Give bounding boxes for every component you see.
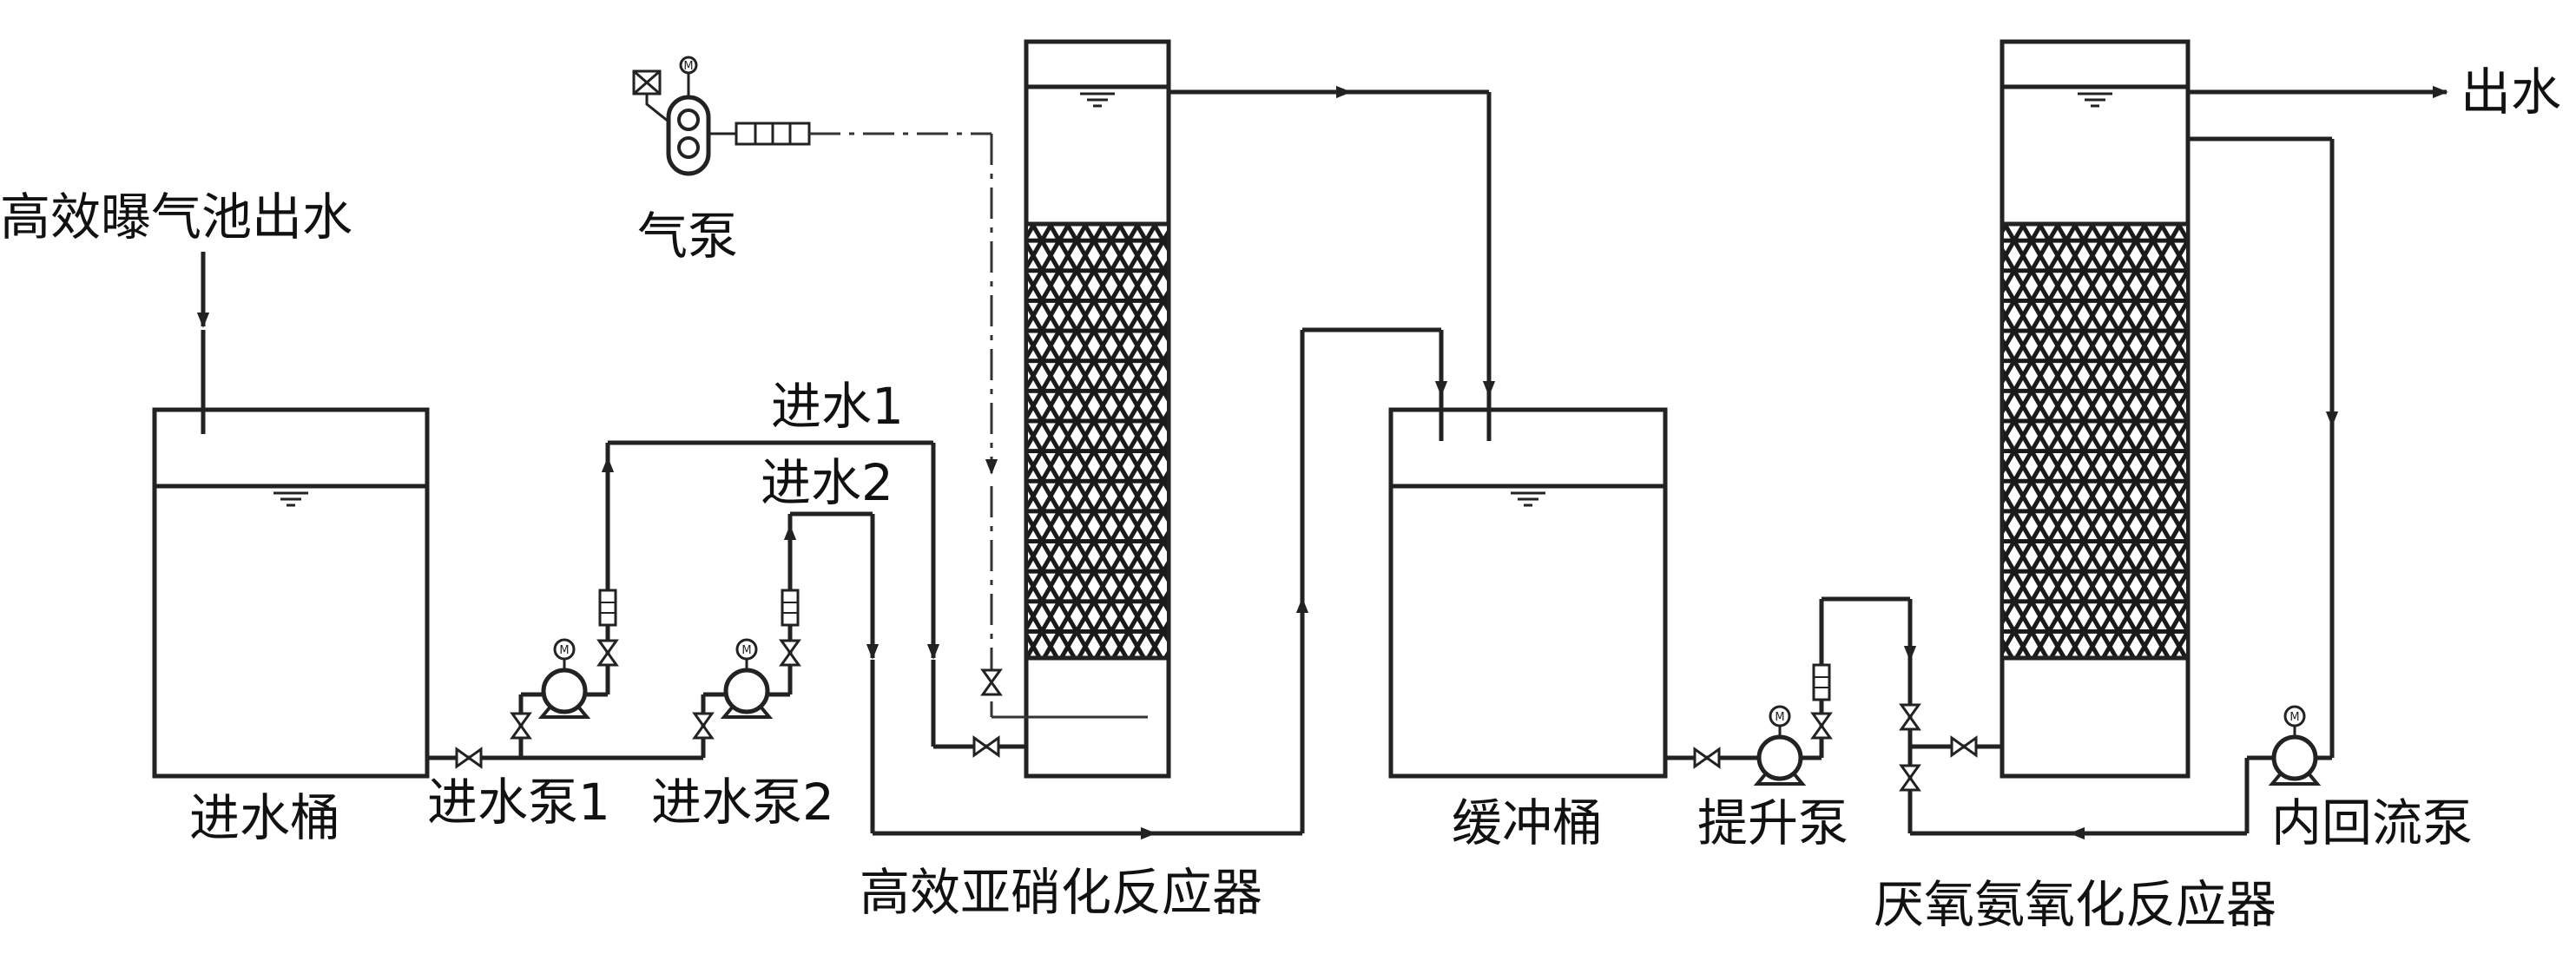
nitritation-reactor xyxy=(1024,39,1171,779)
inlet-pump-pipeline xyxy=(427,443,800,768)
motor-letter: M xyxy=(559,644,569,657)
inlet-2-pipe xyxy=(790,327,1448,840)
label-lift-pump: 提升泵 xyxy=(1697,793,1848,852)
label-nitritation-reactor: 高效亚硝化反应器 xyxy=(860,863,1262,922)
inlet-tank xyxy=(152,407,430,779)
air-line xyxy=(809,132,1026,719)
inlet-1-pipe xyxy=(608,440,1026,757)
label-inlet-pump-1: 进水泵1 xyxy=(427,773,610,832)
label-air-pump: 气泵 xyxy=(637,207,738,266)
internal-reflux-pipe xyxy=(1907,136,2339,840)
buffer-tank xyxy=(1388,407,1668,779)
label-inlet-pump-2: 进水泵2 xyxy=(651,773,834,832)
label-anammox-reactor: 厌氧氨氧化反应器 xyxy=(1874,875,2276,934)
lift-pump-pipeline xyxy=(1665,596,2002,792)
label-water-outlet: 出水 xyxy=(2461,63,2561,122)
motor-letter: M xyxy=(683,60,693,73)
air-pump-icon[interactable] xyxy=(632,56,811,176)
label-inlet-1: 进水1 xyxy=(771,377,904,436)
motor-letter: M xyxy=(741,644,751,657)
anammox-reactor xyxy=(2000,39,2191,779)
nitritation-outlet-pipe xyxy=(1169,85,1496,441)
label-inlet-2: 进水2 xyxy=(761,453,893,512)
motor-letter: M xyxy=(2289,711,2299,724)
motor-letter: M xyxy=(1775,711,1784,724)
label-inlet-tank: 进水桶 xyxy=(189,788,340,847)
label-internal-reflux-pump: 内回流泵 xyxy=(2271,793,2473,852)
label-aeration-outlet: 高效曝气池出水 xyxy=(0,188,352,247)
label-buffer-tank: 缓冲桶 xyxy=(1452,793,1603,852)
